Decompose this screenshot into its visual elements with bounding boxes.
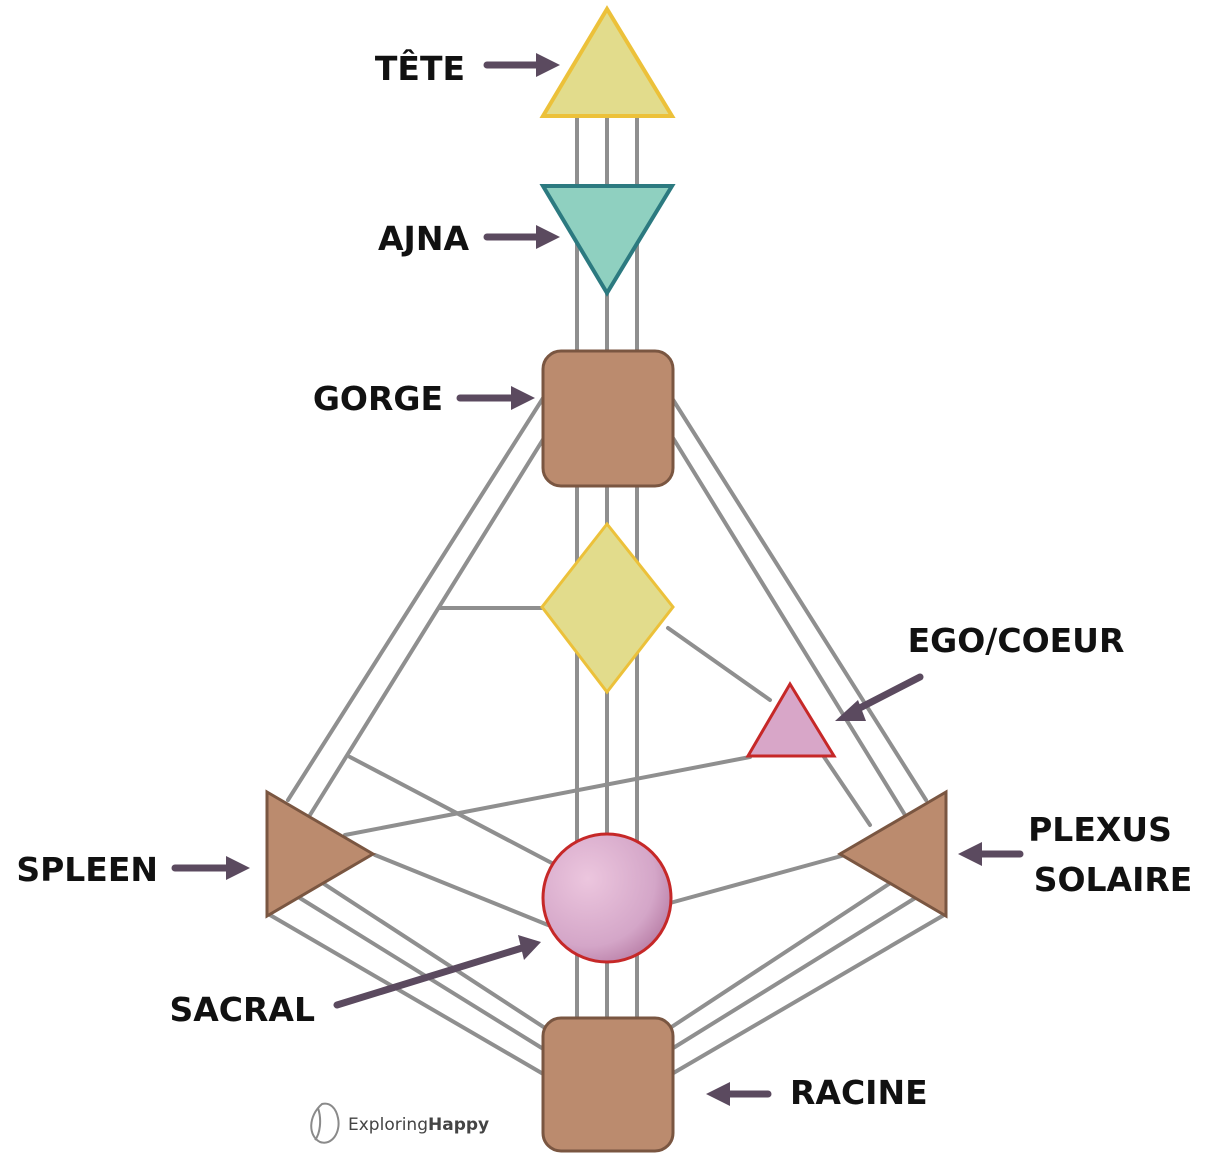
label-spleen: SPLEEN [16,850,158,889]
channel-ego-plexus [816,746,872,827]
channel-spleen-root-2 [293,893,547,1052]
channel-throat-spleen-outer [286,393,547,802]
arrow-racine [706,1082,772,1106]
arrow-plexus [958,842,1024,866]
channel-spleen-root-3 [316,878,547,1030]
channel-plexus-root-2 [668,893,922,1052]
brand-logo: ExploringHappy [310,1102,489,1144]
arrow-gorge [456,386,535,410]
ego-heart-center [745,681,837,758]
channel-plexus-sacral [668,853,847,905]
channel-spleen-root-1 [268,913,547,1077]
head-center [539,5,676,118]
label-ajna: AJNA [378,219,469,258]
channel-spleen-sacral-upper [348,755,567,872]
label-plexus-line2: SOLAIRE [1034,860,1193,899]
channel-ego-spleen [343,755,752,837]
sacral-center [541,832,673,964]
logo-text: ExploringHappy [348,1115,489,1135]
leaf-outline-icon [310,1102,340,1144]
channel-spleen-sacral-lower [373,853,550,927]
arrow-sacral [333,935,541,1009]
logo-text-bold: Happy [428,1115,489,1135]
channel-throat-plexus-inner [663,423,907,817]
arrow-tete [483,53,560,77]
label-racine: RACINE [790,1073,928,1112]
g-center [540,521,675,695]
label-ego: EGO/COEUR [908,621,1125,660]
channel-plexus-root-3 [668,878,897,1030]
label-tete: TÊTE [375,48,465,88]
channels [268,114,946,1077]
arrow-ego [835,673,924,721]
arrow-ajna [483,225,560,249]
labels: TÊTE AJNA GORGE EGO/COEUR SPLEEN [16,48,1192,1112]
channel-plexus-root-1 [668,913,946,1077]
root-center [541,1016,675,1153]
channel-throat-spleen-inner [308,423,554,817]
label-sacral: SACRAL [169,990,315,1029]
channel-g-ego [666,626,772,702]
channel-throat-plexus-outer [668,393,928,802]
solar-plexus-center [837,789,948,919]
centers [265,5,948,1153]
ajna-center [539,184,676,297]
arrow-spleen [171,856,250,880]
spleen-center [265,789,376,919]
label-gorge: GORGE [313,379,443,418]
label-plexus-line1: PLEXUS [1028,810,1172,849]
throat-center [541,349,675,488]
logo-text-regular: Exploring [348,1115,428,1135]
